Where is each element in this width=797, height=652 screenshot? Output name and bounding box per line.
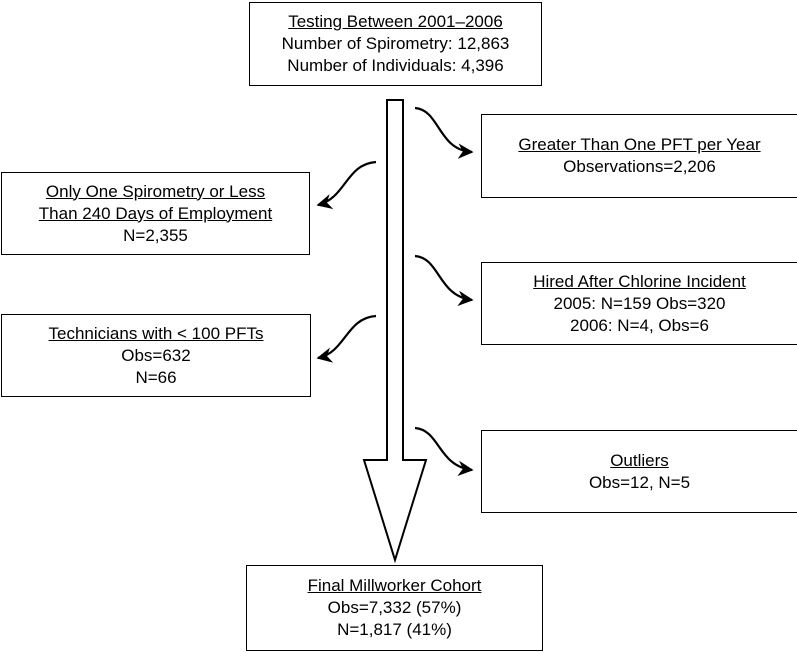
box-outliers: Outliers Obs=12, N=5 — [481, 430, 797, 513]
individuals-count: Number of Individuals: 4,396 — [287, 56, 504, 75]
box-hired-after-chlorine: Hired After Chlorine Incident 2005: N=15… — [481, 262, 797, 345]
spirometry-count: Number of Spirometry: 12,863 — [281, 34, 510, 53]
box-title: Hired After Chlorine Incident — [533, 271, 746, 291]
box-title: Technicians with < 100 PFTs — [48, 323, 264, 343]
box-technicians: Technicians with < 100 PFTs Obs=632 N=66 — [1, 314, 311, 397]
box-value-2006: 2006: N=4, Obs=6 — [570, 315, 709, 335]
box-only-one-spirometry: Only One Spirometry or Less Than 240 Day… — [1, 172, 310, 255]
arrow-to-hired-after-incident — [414, 254, 474, 307]
arrow-to-greater-than-one-pft — [414, 106, 474, 159]
box-value-obs: Obs=632 — [121, 345, 191, 365]
box-title-line-2: Than 240 Days of Employment — [38, 203, 273, 223]
box-value-2005: 2005: N=159 Obs=320 — [553, 293, 726, 313]
box-title: Testing Between 2001–2006 — [288, 12, 503, 31]
arrow-to-only-one-spirometry — [316, 160, 377, 210]
final-n: N=1,817 (41%) — [337, 620, 452, 639]
box-final-cohort: Final Millworker Cohort Obs=7,332 (57%) … — [246, 565, 543, 651]
box-title: Greater Than One PFT per Year — [518, 135, 761, 154]
box-testing-period: Testing Between 2001–2006 Number of Spir… — [249, 2, 542, 86]
final-obs: Obs=7,332 (57%) — [327, 598, 462, 617]
box-title-line-1: Only One Spirometry or Less — [45, 181, 266, 201]
box-title: Final Millworker Cohort — [307, 576, 482, 595]
box-value: Obs=12, N=5 — [588, 472, 691, 492]
arrow-to-outliers — [414, 426, 474, 477]
box-value: N=2,355 — [123, 225, 188, 245]
arrow-to-technicians — [316, 314, 377, 363]
box-greater-than-one-pft: Greater Than One PFT per Year Observatio… — [481, 114, 797, 198]
box-value: Observations=2,206 — [563, 157, 716, 176]
box-value-n: N=66 — [135, 367, 177, 387]
main-flow-arrow — [362, 99, 428, 564]
box-title: Outliers — [610, 450, 669, 470]
